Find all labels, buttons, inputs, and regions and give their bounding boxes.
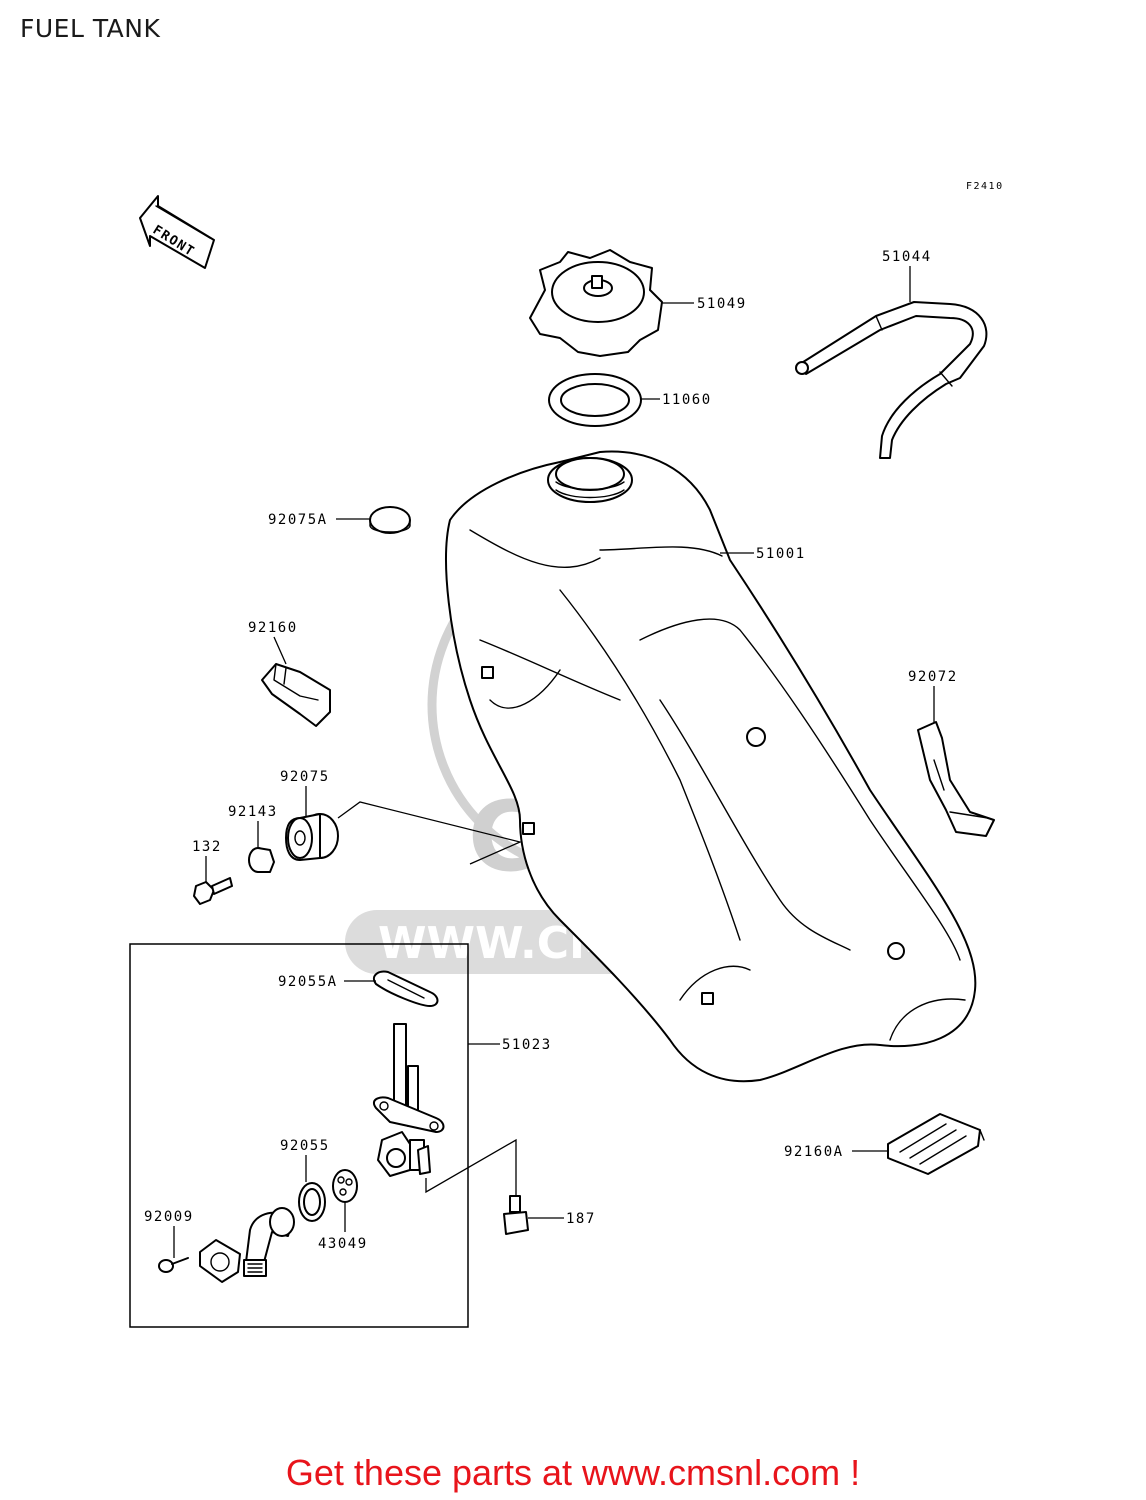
diagram-code: F2410	[966, 181, 1004, 192]
bolt-132-icon	[193, 877, 233, 905]
plug-icon	[369, 506, 411, 534]
tank-band-icon	[917, 721, 995, 837]
part-label-92072: 92072	[908, 669, 958, 685]
breather-hose-icon	[795, 301, 988, 459]
part-label-43049: 43049	[318, 1236, 368, 1252]
part-label-92009: 92009	[144, 1209, 194, 1225]
part-label-92075A: 92075A	[268, 512, 328, 528]
valve-plate-icon	[199, 1239, 241, 1283]
page-title: FUEL TANK	[20, 14, 161, 43]
cap-gasket-icon	[548, 373, 642, 427]
part-label-92160: 92160	[248, 620, 298, 636]
part-label-92075: 92075	[280, 769, 330, 785]
part-label-92055: 92055	[280, 1138, 330, 1154]
rubber-pad-icon	[887, 1113, 985, 1175]
o-ring-icon	[298, 1182, 326, 1222]
part-label-132: 132	[192, 839, 222, 855]
fuel-tank-icon	[445, 450, 977, 1083]
part-label-51044: 51044	[882, 249, 932, 265]
part-label-92055A: 92055A	[278, 974, 338, 990]
valve-lever-icon	[243, 1207, 295, 1277]
rubber-damper-icon	[261, 663, 331, 727]
part-label-51023: 51023	[502, 1037, 552, 1053]
part-label-187: 187	[566, 1211, 596, 1227]
fuel-cock-group-box	[129, 943, 469, 1328]
part-label-11060: 11060	[662, 392, 712, 408]
part-label-51001: 51001	[756, 546, 806, 562]
bolt-187-icon	[503, 1195, 529, 1235]
part-label-92143: 92143	[228, 804, 278, 820]
damper-icon	[285, 813, 339, 861]
part-label-51049: 51049	[697, 296, 747, 312]
front-arrow-icon: FRONT	[139, 195, 215, 269]
fuel-cap-icon	[529, 249, 663, 357]
screw-icon	[158, 1257, 189, 1273]
fuel-cock-gasket-icon	[372, 970, 439, 1007]
fuel-cock-icon	[372, 1023, 445, 1177]
part-label-92160A: 92160A	[784, 1144, 844, 1160]
valve-gasket-icon	[332, 1169, 358, 1203]
get-parts-link[interactable]: Get these parts at www.cmsnl.com !	[285, 1452, 861, 1493]
collar-icon	[248, 847, 275, 873]
